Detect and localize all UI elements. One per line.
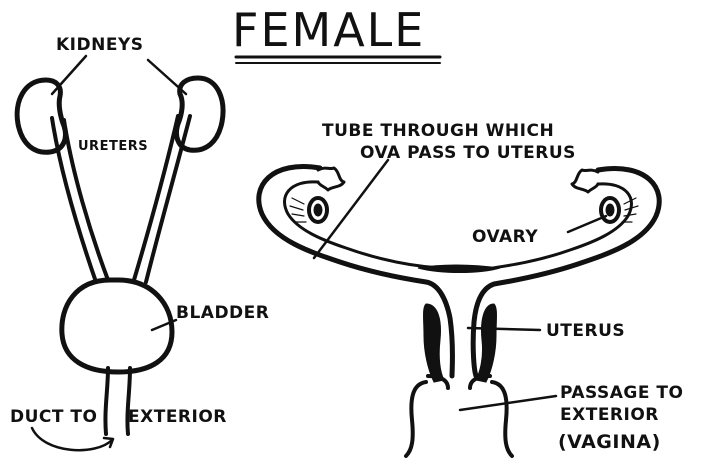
label-ovary: OVARY	[472, 227, 538, 247]
label-ureters: URETERS	[78, 139, 148, 154]
left-kidney	[17, 80, 65, 152]
urinary-pointers	[32, 56, 186, 450]
kidneys-pointer-left	[52, 56, 86, 94]
right-fimbria	[572, 170, 598, 192]
label-passage-line3: (VAGINA)	[558, 431, 661, 453]
cervix-left	[428, 376, 448, 388]
cervix-right	[470, 376, 490, 388]
ovary-pointer	[568, 216, 606, 232]
vagina-left-wall	[406, 382, 426, 456]
right-ureter-outer	[146, 116, 190, 282]
reproductive-pointers	[314, 160, 606, 410]
label-uterus: UTERUS	[546, 321, 625, 341]
label-exterior: EXTERIOR	[128, 407, 227, 427]
uterus-left-wall	[424, 304, 445, 382]
duct-left-wall	[105, 368, 108, 434]
label-tube-line2: OVA PASS TO UTERUS	[360, 143, 576, 163]
oviduct-outer-contour	[259, 167, 453, 376]
right-ovary-core	[606, 204, 614, 216]
label-kidneys: KIDNEYS	[56, 35, 144, 55]
kidneys-pointer-right	[148, 60, 186, 94]
left-ovary-core	[314, 204, 322, 216]
label-passage-line1: PASSAGE TO	[560, 383, 683, 403]
diagram-title: FEMALE	[232, 3, 425, 57]
vagina-right-wall	[492, 382, 512, 456]
duct-arrow	[32, 428, 112, 450]
uterus-pointer	[468, 328, 540, 330]
urinary-system	[17, 78, 223, 434]
uterus-right-wall	[476, 304, 497, 382]
label-bladder: BLADDER	[176, 303, 269, 323]
left-fimbria	[318, 168, 344, 190]
label-passage-line2: EXTERIOR	[560, 405, 659, 425]
label-duct-to: DUCT TO	[10, 407, 97, 427]
label-tube-line1: TUBE THROUGH WHICH	[322, 121, 554, 141]
bladder	[62, 280, 172, 372]
uterine-cavity	[418, 265, 500, 273]
